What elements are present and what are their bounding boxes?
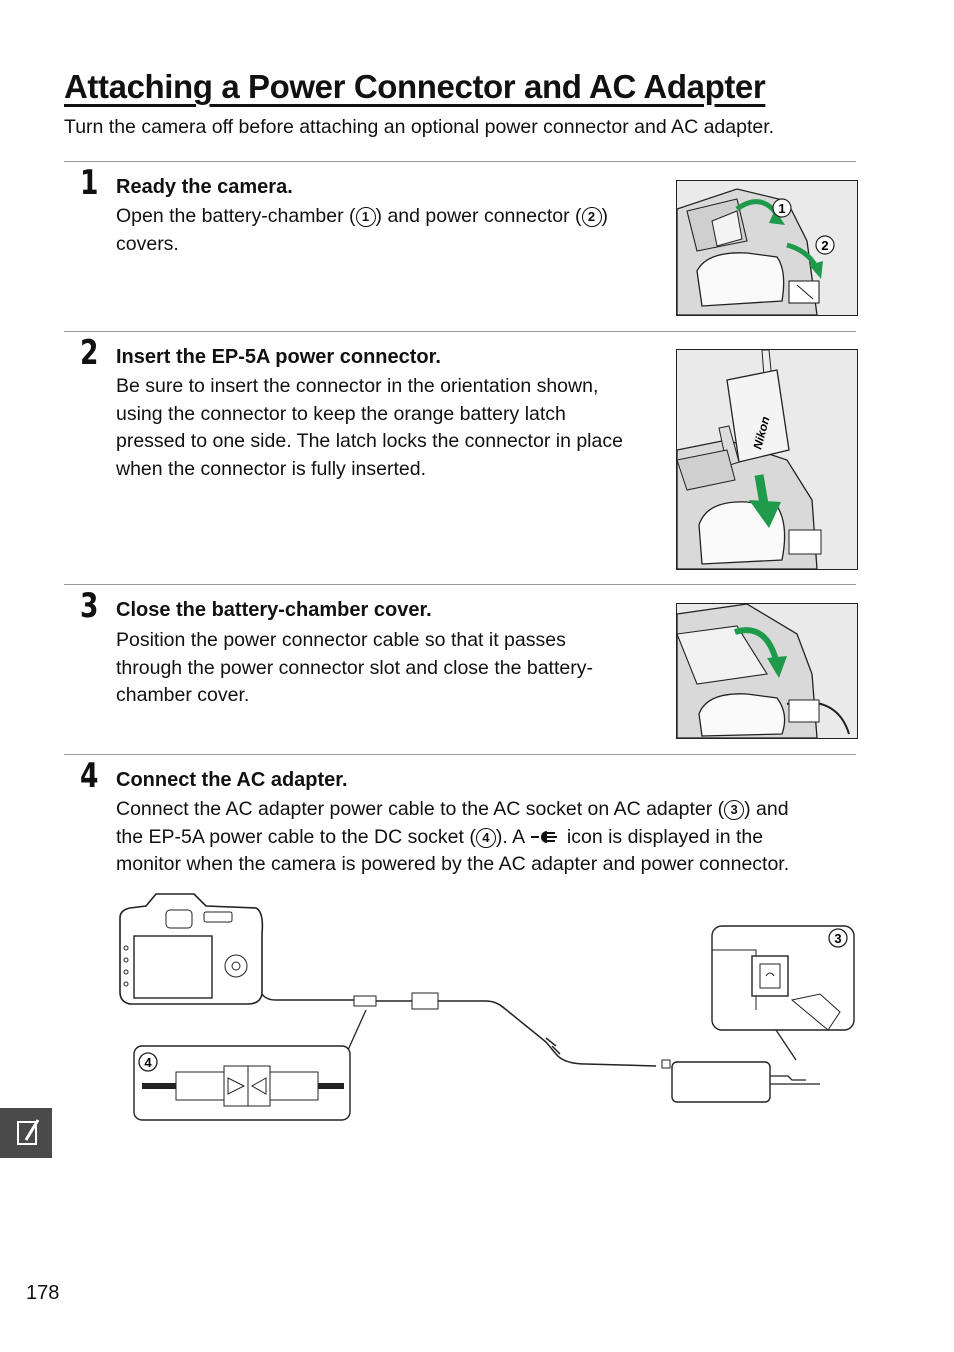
close-cover-illustration [676,603,858,739]
step-title: Close the battery-chamber cover. [116,599,432,621]
step-body-line: pressed to one side. The latch locks the… [116,430,623,452]
step-number: 2 [80,333,99,373]
page-number: 178 [26,1282,60,1304]
step-body-line: chamber cover. [116,684,250,706]
section-divider [64,331,856,332]
ac-socket-inset: 3 [711,925,855,1061]
step-body: Connect the AC adapter power cable to th… [116,798,790,875]
intro-text: Turn the camera off before attaching an … [64,116,775,138]
step-title: Ready the camera. [116,176,293,198]
note-pencil-icon [17,1119,40,1145]
ac-adapter-connection-diagram: 3 4 [116,890,856,1126]
power-connector-insertion-illustration: Nikon [676,349,858,570]
callout-1: 1 [778,201,785,216]
section-divider [64,754,856,755]
step-title: Insert the EP-5A power connector. [116,346,441,368]
page-title: Attaching a Power Connector and AC Adapt… [64,68,766,105]
callout-number: 2 [581,207,602,227]
ac-adapter-icon [661,1059,820,1103]
dc-socket-inset: 4 [133,1009,367,1121]
step-body: Be sure to insert the connector in the o… [116,373,623,483]
section-divider [64,161,856,162]
step-title: Connect the AC adapter. [116,769,348,791]
step-body-line: Be sure to insert the connector in the o… [116,375,599,397]
callout-4: 4 [144,1055,152,1070]
step-number: 3 [80,586,99,626]
callout-number: 4 [475,827,496,848]
step-body-line: through the power connector slot and clo… [116,656,593,679]
callout-number: 1 [355,207,376,227]
step-body: Position the power connector cable so th… [116,627,593,710]
step-body-line: Position the power connector cable so th… [116,629,566,651]
camera-icon [119,893,264,1005]
step-body-line: using the connector to keep the orange b… [116,402,566,425]
section-divider [64,584,856,585]
step-number: 1 [80,163,99,203]
step-body: Open the battery-chamber (1) and power c… [116,205,608,255]
battery-chamber-illustration: 1 2 [676,180,858,316]
step-body-line: when the connector is fully inserted. [116,457,427,480]
step-number: 4 [80,756,99,796]
callout-3: 3 [834,931,841,946]
callout-number: 3 [724,800,745,820]
ac-power-icon [531,830,558,843]
section-tab [0,1108,52,1158]
callout-2: 2 [821,238,828,253]
